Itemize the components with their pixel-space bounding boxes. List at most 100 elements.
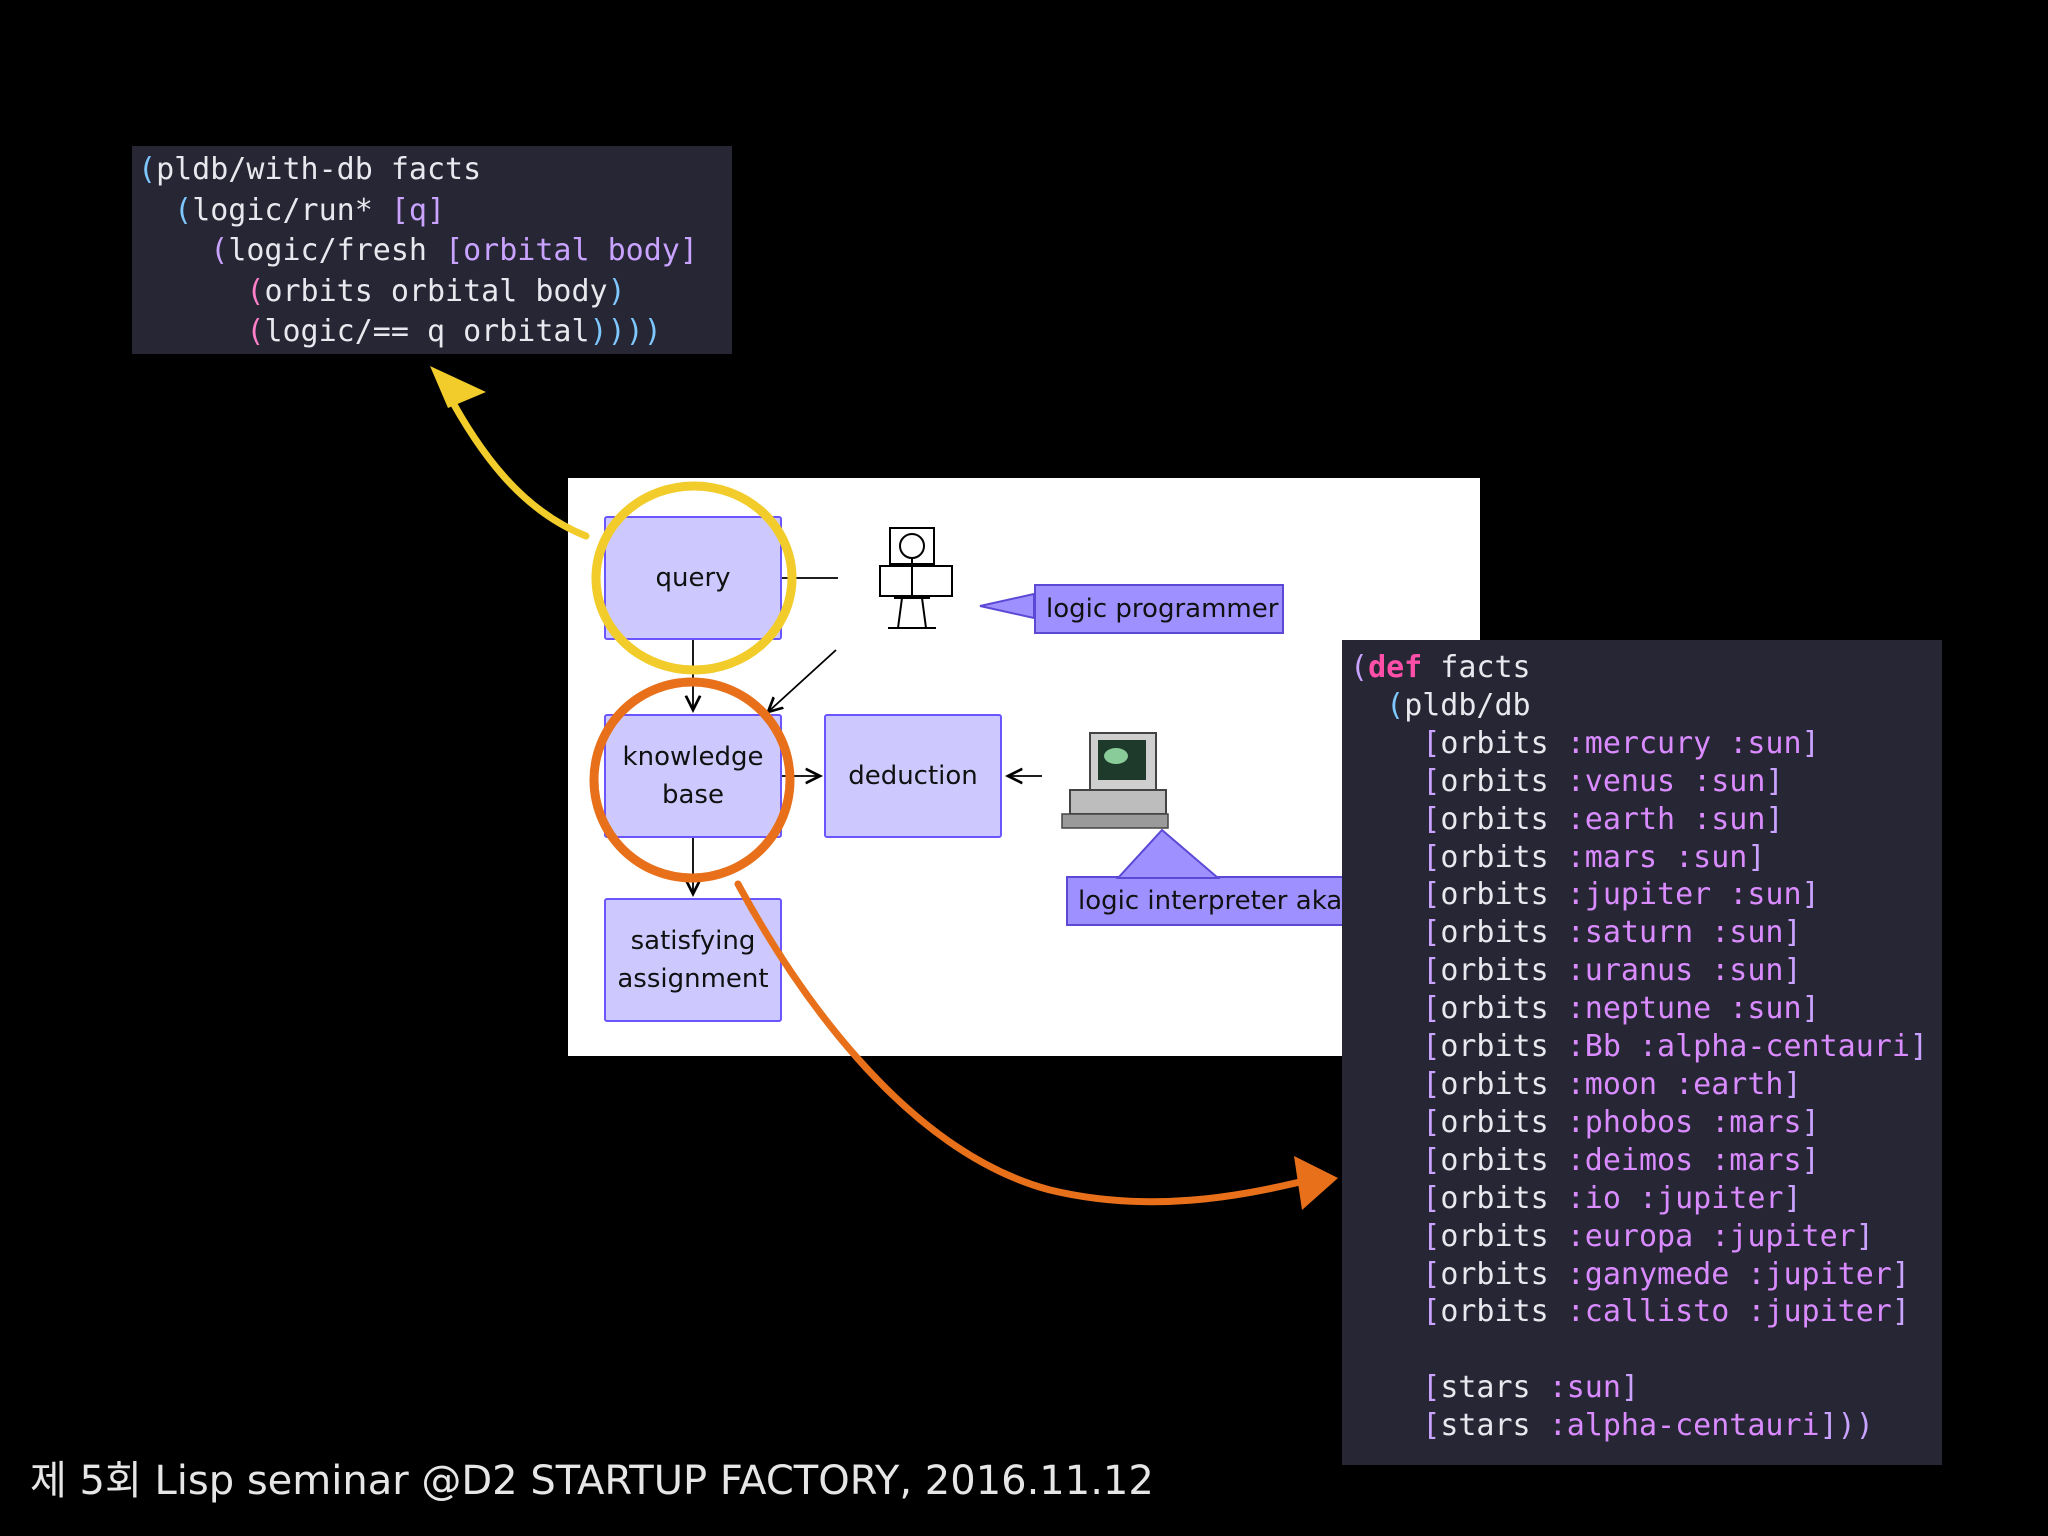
programmer-callout-pointer bbox=[979, 592, 1035, 620]
code-indent bbox=[1350, 1181, 1422, 1216]
code-indent bbox=[138, 233, 210, 268]
code-bracket: ] bbox=[1783, 915, 1802, 951]
code-bracket: ] bbox=[1801, 1104, 1820, 1140]
code-indent bbox=[1350, 1105, 1422, 1140]
code-paren: ( bbox=[138, 152, 157, 187]
facts-entry-line: [orbits :venus :sun] bbox=[1350, 763, 1942, 801]
code-relation: orbits bbox=[1440, 1294, 1567, 1330]
code-paren: ( bbox=[1350, 650, 1369, 685]
code-bracket: [ bbox=[1422, 1142, 1441, 1178]
code-bracket: [ bbox=[1422, 1218, 1441, 1254]
facts-entry-line: [orbits :io :jupiter] bbox=[1350, 1180, 1942, 1218]
code-args: :Bb :alpha-centauri bbox=[1566, 1029, 1910, 1065]
code-bracket: [ bbox=[1422, 991, 1441, 1027]
code-relation: stars bbox=[1440, 1408, 1549, 1444]
code-bracket: [ bbox=[1422, 915, 1441, 951]
facts-entry-line: [orbits :Bb :alpha-centauri] bbox=[1350, 1028, 1942, 1066]
code-bracket: ] bbox=[1801, 877, 1820, 913]
facts-entry-line: [orbits :uranus :sun] bbox=[1350, 952, 1942, 990]
code-indent bbox=[1350, 1029, 1422, 1064]
code-args: :sun bbox=[1548, 1370, 1621, 1406]
code-indent bbox=[1350, 1219, 1422, 1254]
facts-entry-line: [orbits :mercury :sun] bbox=[1350, 725, 1942, 763]
query-code-line: (logic/run* [q] bbox=[138, 191, 732, 232]
code-indent bbox=[1350, 1408, 1422, 1443]
code-bracket: [ bbox=[1422, 763, 1441, 799]
code-args: :phobos :mars bbox=[1566, 1104, 1802, 1140]
code-text: pldb/with-db facts bbox=[156, 152, 482, 187]
code-indent bbox=[138, 193, 174, 228]
code-indent bbox=[1350, 991, 1422, 1026]
code-relation: orbits bbox=[1440, 991, 1567, 1027]
code-relation: orbits bbox=[1440, 915, 1567, 951]
code-args: :venus :sun bbox=[1566, 763, 1766, 799]
code-indent bbox=[1350, 764, 1422, 799]
code-bracket: ] bbox=[1891, 1256, 1910, 1292]
facts-entry-line: [stars :sun] bbox=[1350, 1369, 1942, 1407]
code-bracket: [ bbox=[1422, 1408, 1441, 1444]
code-relation: orbits bbox=[1440, 725, 1567, 761]
arrow-programmer-to-kb bbox=[768, 649, 837, 712]
code-paren: ( bbox=[174, 192, 193, 228]
code-relation: orbits bbox=[1440, 839, 1567, 875]
code-bracket: [ bbox=[1422, 1370, 1441, 1406]
logic-programmer-label: logic programmer bbox=[1046, 594, 1279, 624]
facts-entry-line: [orbits :callisto :jupiter] bbox=[1350, 1293, 1942, 1331]
code-args: :ganymede :jupiter bbox=[1566, 1256, 1892, 1292]
code-relation: orbits bbox=[1440, 763, 1567, 799]
code-args: :moon :earth bbox=[1566, 1066, 1784, 1102]
code-indent bbox=[1350, 726, 1422, 761]
code-args: :saturn :sun bbox=[1566, 915, 1784, 951]
code-args: :mars :sun bbox=[1566, 839, 1748, 875]
code-bracket: [ bbox=[1422, 801, 1441, 837]
code-indent bbox=[1350, 915, 1422, 950]
query-code-line: (orbits orbital body) bbox=[138, 272, 732, 313]
code-indent bbox=[1350, 802, 1422, 837]
code-indent bbox=[1350, 1143, 1422, 1178]
code-relation: orbits bbox=[1440, 1256, 1567, 1292]
code-keyword: def bbox=[1368, 650, 1423, 685]
code-indent bbox=[138, 274, 246, 309]
facts-entry-line: [orbits :moon :earth] bbox=[1350, 1066, 1942, 1104]
code-bracket: [ bbox=[1422, 877, 1441, 913]
code-relation: orbits bbox=[1440, 1142, 1567, 1178]
code-bracket: [ bbox=[1422, 839, 1441, 875]
code-relation: orbits bbox=[1440, 953, 1567, 989]
facts-code-line: (pldb/db bbox=[1350, 687, 1942, 725]
query-code-line: (pldb/with-db facts bbox=[138, 150, 732, 191]
slide-footer: 제 5회 Lisp seminar @D2 STARTUP FACTORY, 2… bbox=[30, 1458, 1154, 1504]
code-paren: ( bbox=[210, 233, 229, 268]
code-text: logic/fresh bbox=[228, 233, 446, 268]
code-relation: orbits bbox=[1440, 1029, 1567, 1065]
code-text: pldb/db bbox=[1404, 687, 1531, 723]
arrow-head-query-code bbox=[430, 366, 486, 408]
code-paren: ) bbox=[607, 273, 626, 309]
code-bracket: [orbital body] bbox=[445, 233, 698, 268]
code-indent bbox=[1350, 877, 1422, 912]
code-indent bbox=[1350, 1294, 1422, 1329]
code-bracket: ] bbox=[1765, 801, 1784, 837]
facts-entry-line: [orbits :deimos :mars] bbox=[1350, 1142, 1942, 1180]
code-bracket: ] bbox=[1783, 953, 1802, 989]
facts-entry-line: [orbits :ganymede :jupiter] bbox=[1350, 1256, 1942, 1294]
code-args: :deimos :mars bbox=[1566, 1142, 1802, 1178]
facts-entry-line: [stars :alpha-centauri])) bbox=[1350, 1407, 1942, 1445]
deduction-node: deduction bbox=[824, 714, 1002, 838]
code-bracket: ] bbox=[1783, 1066, 1802, 1102]
facts-entry-line: [orbits :phobos :mars] bbox=[1350, 1104, 1942, 1142]
code-indent bbox=[1350, 1257, 1422, 1292]
code-bracket: [ bbox=[1422, 953, 1441, 989]
code-bracket: ] bbox=[1891, 1294, 1910, 1330]
code-args: :callisto :jupiter bbox=[1566, 1294, 1892, 1330]
query-code-line: (logic/fresh [orbital body] bbox=[138, 231, 732, 272]
code-args: :mercury :sun bbox=[1566, 725, 1802, 761]
code-indent bbox=[1350, 1067, 1422, 1102]
code-relation: orbits bbox=[1440, 877, 1567, 913]
arrow-to-query-code bbox=[442, 386, 590, 540]
code-bracket: [ bbox=[1422, 1294, 1441, 1330]
code-relation: stars bbox=[1440, 1370, 1549, 1406]
computer-icon bbox=[1061, 732, 1169, 829]
code-bracket: ] bbox=[1909, 1029, 1928, 1065]
code-args: :io :jupiter bbox=[1566, 1180, 1784, 1216]
code-bracket: ] bbox=[1783, 1180, 1802, 1216]
